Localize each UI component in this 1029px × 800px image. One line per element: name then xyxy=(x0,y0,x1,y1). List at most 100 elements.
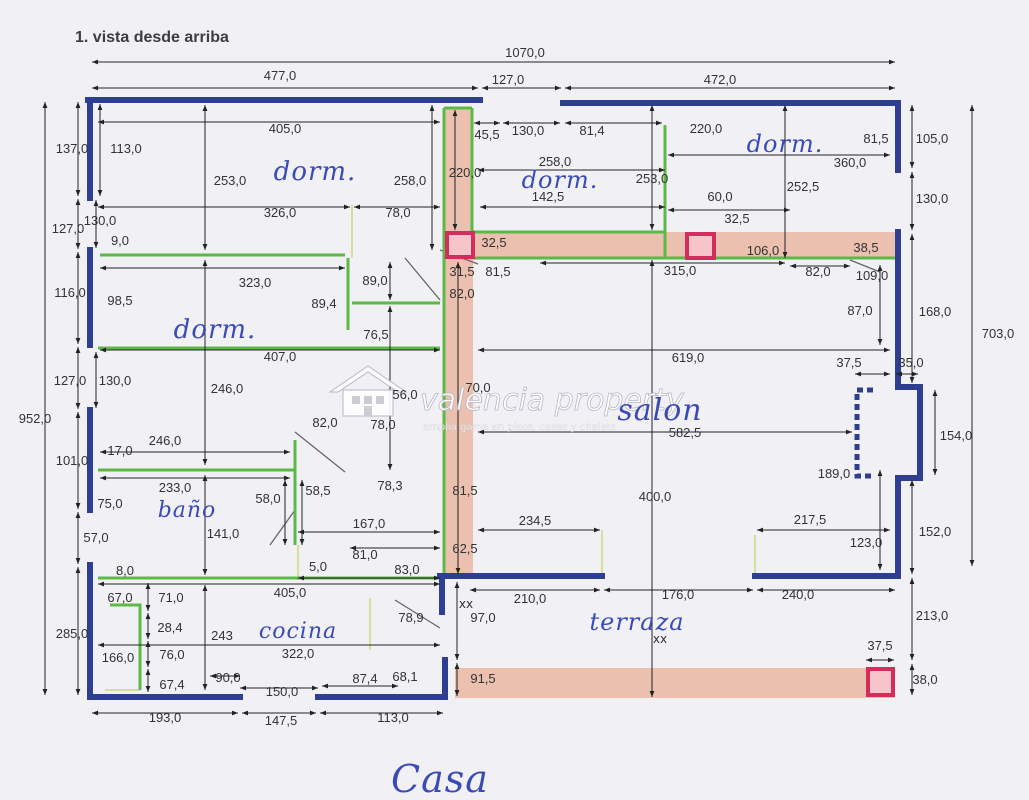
dimension-label: 210,0 xyxy=(514,591,547,606)
dimension-label: 32,5 xyxy=(481,235,506,250)
dimension-label: 76,5 xyxy=(363,327,388,342)
dimension-label: 81,5 xyxy=(863,131,888,146)
dimension-label: 113,0 xyxy=(110,141,142,156)
dimension-label: 472,0 xyxy=(704,72,737,87)
dimension-label: 243 xyxy=(211,628,233,643)
dimension-label: 38,0 xyxy=(912,672,937,687)
dimension-label: 37,5 xyxy=(867,638,892,653)
pillars xyxy=(445,231,895,697)
dimension-label: 127,0 xyxy=(492,72,525,87)
room-label-bano: baño xyxy=(158,498,217,523)
dimension-label: 137,0 xyxy=(56,141,89,156)
dimension-label: 619,0 xyxy=(672,350,705,365)
dimension-label: 130,0 xyxy=(916,191,949,206)
dimension-label: 57,0 xyxy=(83,530,108,545)
dimension-label: 220,0 xyxy=(449,165,482,180)
watermark-tagline: amplia gama en pisos, casas y chalets xyxy=(423,422,616,433)
dimension-label: 285,0 xyxy=(56,626,89,641)
dimension-label: 167,0 xyxy=(353,516,386,531)
pillar xyxy=(445,231,475,259)
dimension-label: 5,0 xyxy=(309,559,327,574)
room-label-terraza: terraza xyxy=(589,608,684,636)
dimension-label: 35,0 xyxy=(898,355,923,370)
dimension-label: 130,0 xyxy=(84,213,117,228)
dimension-label: 127,0 xyxy=(54,373,87,388)
dimension-label: 258,0 xyxy=(394,173,427,188)
house-icon xyxy=(328,365,408,417)
exterior-walls xyxy=(85,97,923,700)
dimension-label: 62,5 xyxy=(452,541,477,556)
dimension-label: 38,5 xyxy=(853,240,878,255)
dimension-label: 130,0 xyxy=(99,373,132,388)
dimension-label: 28,4 xyxy=(157,620,182,635)
dimension-label: 152,0 xyxy=(919,524,952,539)
room-label-dorm: dorm. xyxy=(522,166,599,194)
dimension-label: 98,5 xyxy=(107,293,132,308)
dimension-label: 58,5 xyxy=(305,483,330,498)
dimension-label: 213,0 xyxy=(916,608,949,623)
dimension-label: 56,0 xyxy=(392,387,417,402)
dimension-label: 252,5 xyxy=(787,179,820,194)
dimension-label: 81,5 xyxy=(485,264,510,279)
dimension-label: 76,0 xyxy=(159,647,184,662)
dimension-label: 323,0 xyxy=(239,275,272,290)
xx-mark: xx xyxy=(459,597,473,611)
dimension-label: 326,0 xyxy=(264,205,297,220)
pillar xyxy=(685,232,716,260)
dimension-label: 477,0 xyxy=(264,68,297,83)
dimension-label: 78,9 xyxy=(398,610,423,625)
dimension-label: 75,0 xyxy=(97,496,122,511)
dimension-label: 168,0 xyxy=(919,304,952,319)
dimension-label: 176,0 xyxy=(662,587,695,602)
dimension-label: 240,0 xyxy=(782,587,815,602)
dimension-label: 89,0 xyxy=(362,273,387,288)
dimension-label: 703,0 xyxy=(982,326,1015,341)
dimension-label: 253,0 xyxy=(636,171,669,186)
dimension-label: 70,0 xyxy=(465,380,490,395)
dimension-label: 246,0 xyxy=(211,381,244,396)
dimension-label: 253,0 xyxy=(214,173,247,188)
room-label-cocina: cocina xyxy=(259,619,337,644)
dimension-label: 31,5 xyxy=(449,264,474,279)
dimension-label: 217,5 xyxy=(794,512,827,527)
dimension-label: 322,0 xyxy=(282,646,315,661)
dimension-label: 45,5 xyxy=(474,127,499,142)
dimension-label: 233,0 xyxy=(159,480,192,495)
dimension-label: 1070,0 xyxy=(505,45,545,60)
bay-window-dashed xyxy=(854,387,873,479)
dimension-label: 82,0 xyxy=(805,264,830,279)
dimension-label: 166,0 xyxy=(102,650,135,665)
dimension-label: 8,0 xyxy=(116,563,134,578)
dimension-label: 81,0 xyxy=(352,547,377,562)
dimension-label: 258,0 xyxy=(539,154,572,169)
dimension-label: 17,0 xyxy=(107,443,132,458)
dimension-label: 116,0 xyxy=(54,285,86,300)
dimension-label: 83,0 xyxy=(394,562,419,577)
dimension-label: 234,5 xyxy=(519,513,552,528)
dimension-labels: 1070,0 477,0 127,0 472,0 952,0 137,0 127… xyxy=(19,45,1015,728)
room-label-salon: salon xyxy=(617,393,702,428)
dimension-label: 142,5 xyxy=(532,189,565,204)
room-label-dorm: dorm. xyxy=(747,130,824,158)
watermark-brand: valencia property xyxy=(420,383,685,418)
xx-mark: xx xyxy=(653,632,667,646)
dimension-label: 68,1 xyxy=(392,669,417,684)
dimension-label: 193,0 xyxy=(149,710,182,725)
dimension-label: 71,0 xyxy=(158,590,183,605)
dimension-label: 360,0 xyxy=(834,155,867,170)
dimension-label: 78,3 xyxy=(377,478,402,493)
dimension-label: 952,0 xyxy=(19,411,52,426)
dimension-label: 220,0 xyxy=(690,121,723,136)
dimension-lines xyxy=(42,59,975,716)
secondary-lines xyxy=(105,205,756,691)
dimension-label: 130,0 xyxy=(512,123,545,138)
dimension-label: 9,0 xyxy=(111,233,129,248)
dimension-label: 60,0 xyxy=(707,189,732,204)
dimension-label: 87,0 xyxy=(847,303,872,318)
dimension-label: 81,4 xyxy=(579,123,604,138)
dimension-label: 58,0 xyxy=(255,491,280,506)
beam-horizontal-top xyxy=(473,232,895,258)
dimension-label: 127,0 xyxy=(52,221,85,236)
room-label-dorm: dorm. xyxy=(174,315,257,345)
dimension-label: 89,4 xyxy=(311,296,336,311)
